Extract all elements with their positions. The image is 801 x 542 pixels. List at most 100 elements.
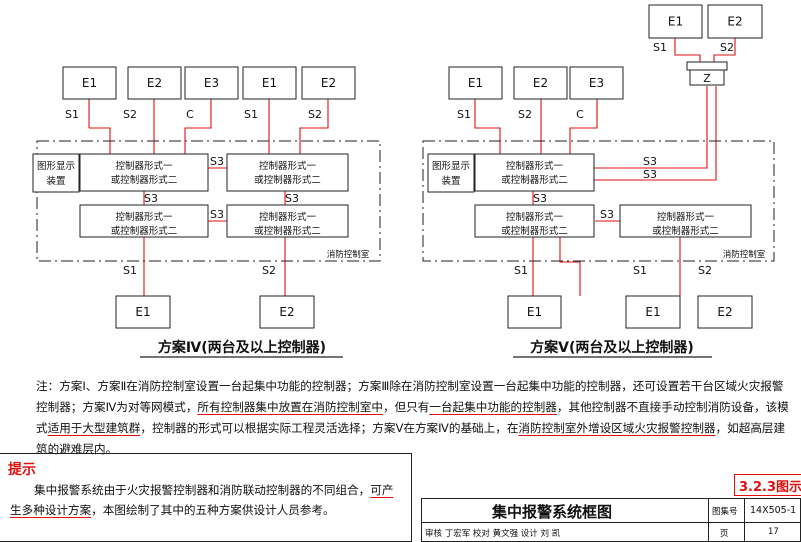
- link-label: S1: [65, 108, 79, 121]
- controller-label: 或控制器形式二: [111, 174, 178, 186]
- link-label: S1: [457, 108, 471, 121]
- controller-label: 或控制器形式二: [254, 174, 321, 186]
- link-label-s3: S3: [643, 168, 657, 181]
- atlas-label: 图集号: [712, 507, 738, 517]
- controller-label: 控制器形式一: [115, 160, 173, 172]
- controller-box: [474, 204, 595, 238]
- controller-box: [474, 153, 595, 192]
- link-label: S1: [653, 41, 667, 54]
- display-label: 装置: [46, 175, 65, 187]
- section-tag-label: 3.2.3图示: [739, 480, 801, 495]
- controller-box: [226, 204, 349, 238]
- controller-box: [79, 153, 209, 192]
- link-label: S1: [244, 108, 258, 121]
- controller-label: 控制器形式一: [506, 211, 564, 223]
- controller-label: 或控制器形式二: [652, 225, 719, 237]
- display-label: 图形显示: [37, 160, 75, 172]
- link-label: S2: [308, 108, 322, 121]
- z-label: Z: [703, 72, 711, 85]
- link-label: S2: [518, 108, 532, 121]
- controller-box: [79, 204, 209, 238]
- controller-label: 或控制器形式二: [111, 225, 178, 237]
- tb-divider: [744, 499, 745, 541]
- controller-label: 控制器形式一: [506, 160, 564, 172]
- device-label: E3: [589, 76, 604, 90]
- device-box-e1: [648, 4, 703, 39]
- device-box-e2: [127, 66, 182, 100]
- notes-paragraph: 注：方案Ⅰ、方案Ⅱ在消防控制室设置一台起集中功能的控制器；方案Ⅲ除在消防控制室设…: [36, 379, 789, 456]
- link-label: C: [186, 108, 194, 121]
- controller-box: [619, 204, 752, 238]
- device-box-e2: [513, 66, 568, 100]
- page-number: 17: [768, 527, 779, 537]
- device-label: E2: [321, 76, 336, 90]
- display-device-box: [32, 153, 80, 193]
- device-box-e3: [569, 66, 624, 100]
- tb-divider: [708, 499, 709, 541]
- display-label: 装置: [441, 175, 460, 187]
- connection-line: [474, 99, 501, 154]
- tip-text: 集中报警系统由于火灾报警控制器和消防联动控制器的不同组合，可产生多种设计方案，本…: [10, 483, 394, 517]
- control-room-label: 消防控制室: [327, 249, 370, 260]
- atlas-number: 14X505-1: [750, 505, 797, 516]
- connection-line: [594, 86, 708, 169]
- link-label: S2: [262, 264, 276, 277]
- device-label: E2: [279, 305, 294, 319]
- device-box-e1: [115, 295, 171, 329]
- z-box: [689, 69, 725, 86]
- controller-label: 控制器形式一: [259, 160, 317, 172]
- device-label: E2: [717, 305, 732, 319]
- device-box-e2: [707, 4, 763, 39]
- device-label: E2: [727, 15, 742, 29]
- page-label: 页: [720, 529, 729, 539]
- device-label: E1: [468, 76, 483, 90]
- display-label: 图形显示: [432, 160, 470, 172]
- link-label-s3: S3: [285, 192, 299, 205]
- control-room-boundary: [422, 140, 775, 262]
- control-room-label: 消防控制室: [723, 249, 766, 260]
- link-label-s3: S3: [533, 192, 547, 205]
- drawing-title: 集中报警系统框图: [492, 503, 613, 521]
- device-box-e1: [448, 66, 503, 100]
- scheme-caption: 方案Ⅳ(两台及以上控制器): [158, 339, 326, 356]
- tip-title: 提示: [8, 462, 36, 478]
- link-label: S1: [123, 264, 137, 277]
- link-label-s3: S3: [643, 155, 657, 168]
- link-label: S2: [123, 108, 137, 121]
- link-label-s3: S3: [144, 192, 158, 205]
- device-box-e1: [62, 66, 117, 100]
- device-box-e1: [507, 295, 562, 329]
- device-box-e1: [242, 66, 297, 100]
- device-label: E1: [527, 305, 542, 319]
- sign-row: 审核 丁宏军 校对 黄文强 设计 刘 凯: [425, 529, 561, 539]
- control-room-boundary: [36, 140, 381, 262]
- scheme-caption: 方案Ⅴ(两台及以上控制器): [530, 339, 694, 356]
- device-box-e1: [625, 295, 681, 329]
- section-tag: [734, 474, 801, 496]
- device-label: E1: [135, 305, 150, 319]
- controller-label: 或控制器形式二: [501, 174, 568, 186]
- link-label: S2: [698, 264, 712, 277]
- controller-label: 控制器形式一: [115, 211, 173, 223]
- link-label: S1: [514, 264, 528, 277]
- display-device-box: [427, 153, 475, 193]
- device-label: E2: [533, 76, 548, 90]
- link-label-s3: S3: [210, 208, 224, 221]
- controller-label: 控制器形式一: [657, 211, 715, 223]
- controller-box: [226, 153, 349, 192]
- device-label: E1: [82, 76, 97, 90]
- controller-label: 或控制器形式二: [501, 225, 568, 237]
- device-box-e2: [301, 66, 356, 100]
- z-bar: [686, 61, 728, 71]
- connection-line: [559, 237, 581, 296]
- connection-line: [569, 99, 598, 154]
- device-label: E1: [668, 15, 683, 29]
- device-label: E2: [147, 76, 162, 90]
- device-label: E1: [645, 305, 660, 319]
- device-box-e2: [697, 295, 753, 329]
- title-block: 集中报警系统框图 图集号 14X505-1 审核 丁宏军 校对 黄文强 设计 刘…: [421, 498, 801, 542]
- connection-line: [89, 127, 111, 154]
- link-label: S1: [633, 264, 647, 277]
- controller-label: 或控制器形式二: [254, 225, 321, 237]
